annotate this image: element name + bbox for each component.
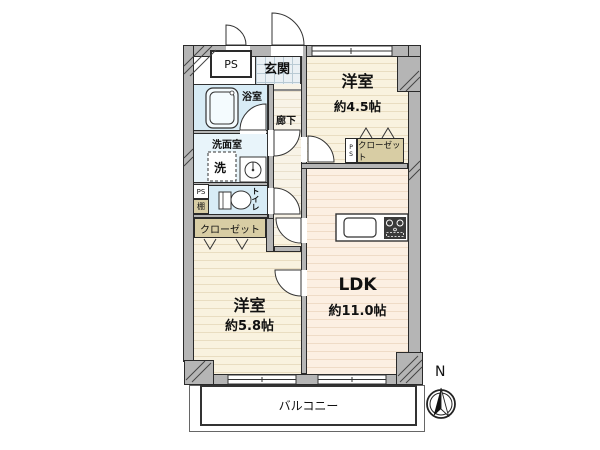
- hallway-floor: [274, 84, 301, 246]
- balcony-label: バルコニー: [278, 399, 339, 413]
- wall-hall-end: [274, 246, 301, 252]
- wall-bedroom1-bottom: [301, 163, 408, 169]
- wall-corner-bottom-right: [396, 352, 423, 385]
- ps-small-box: PS: [193, 184, 209, 199]
- hallway-label: 廊下: [276, 116, 296, 127]
- bedroom1-name: 洋室: [341, 72, 374, 91]
- closet-left-label: クローゼット: [200, 224, 260, 236]
- bedroom2-size: 約5.8帖: [224, 319, 275, 334]
- bedroom2-floor: [194, 237, 301, 374]
- washroom-label: 洗面室: [212, 140, 242, 151]
- wall-toilet-closet: [193, 214, 268, 218]
- closet-right-label: クローゼット: [358, 140, 401, 163]
- closet-left: クローゼット: [194, 218, 266, 238]
- entrance-door-arc: [271, 12, 305, 46]
- compass-north-icon: [426, 387, 456, 419]
- wall-corner-bottom-left: [184, 360, 214, 385]
- opening-bath-door: [240, 130, 266, 134]
- ps-door-arc: [225, 24, 247, 46]
- opening-washroom-door: [268, 130, 274, 156]
- toilet-label: トイレ: [251, 187, 260, 211]
- shelf-label: 棚: [197, 202, 205, 211]
- wall-bottom: [193, 374, 408, 385]
- ldk-floor: [307, 168, 408, 374]
- wall-hall-right: [301, 45, 307, 374]
- balcony: バルコニー: [200, 385, 417, 426]
- bedroom2-name: 洋室: [233, 296, 266, 315]
- entrance-label: 玄関: [264, 62, 291, 77]
- ldk-name: LDK: [338, 275, 377, 295]
- opening-bedroom2-door: [301, 270, 307, 296]
- wall-bath-washroom: [193, 130, 268, 134]
- bedroom1-size: 約4.5帖: [333, 99, 382, 114]
- shelf-box: 棚: [193, 199, 209, 214]
- compass-north-label: N: [435, 364, 446, 380]
- ps-duct-label: PS: [347, 143, 355, 158]
- wall-closet-stub: [266, 218, 274, 252]
- ps-top-label: PS: [224, 57, 238, 71]
- opening-ldk-door: [301, 218, 307, 243]
- opening-toilet-door: [268, 188, 274, 214]
- ps-small-label: PS: [196, 187, 206, 196]
- closet-right: クローゼット: [357, 138, 404, 163]
- ps-meter-box: PS: [210, 50, 252, 78]
- ldk-size: 約11.0帖: [328, 304, 387, 319]
- bathroom-label: 浴室: [242, 92, 262, 103]
- opening-bedroom1-door: [301, 137, 307, 162]
- washer-label: 洗: [214, 161, 227, 175]
- ps-duct-box: PS: [345, 138, 357, 163]
- opening-entrance: [271, 46, 303, 56]
- wall-right: [408, 45, 421, 385]
